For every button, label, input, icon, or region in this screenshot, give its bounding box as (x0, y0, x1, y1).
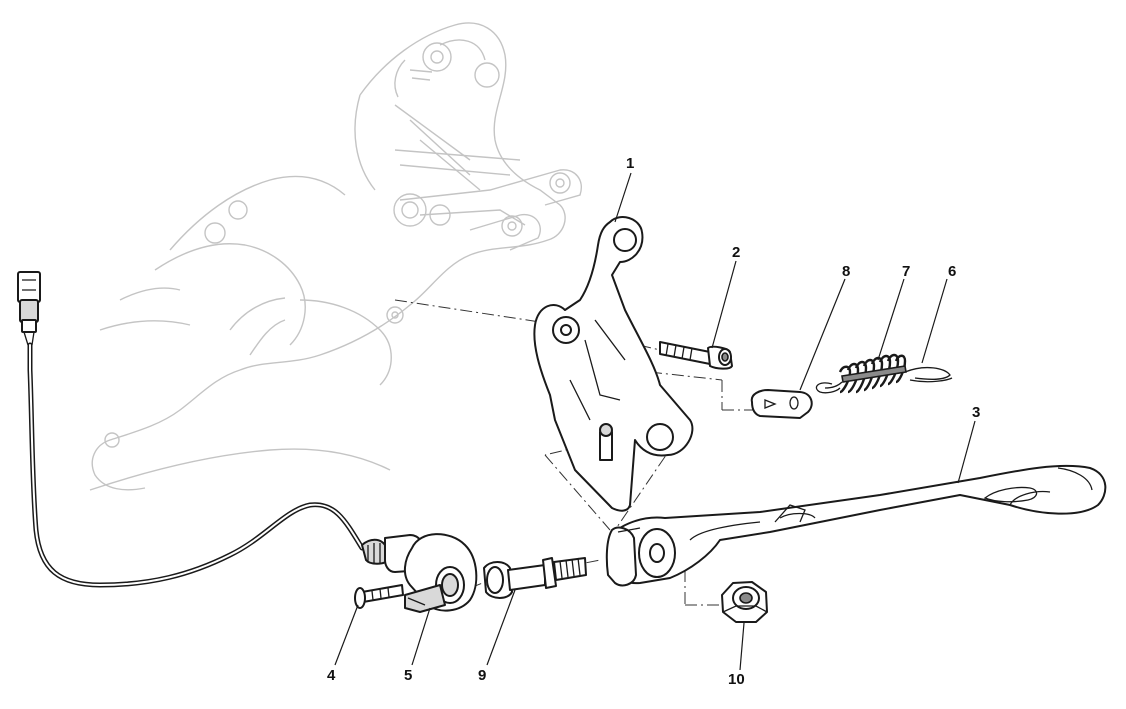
callout-leader-lines (334, 172, 976, 671)
callout-5: 5 (404, 667, 412, 684)
callout-labels: 1 2 3 4 5 6 7 8 9 10 (327, 155, 980, 688)
callout-10: 10 (728, 671, 745, 688)
callout-8: 8 (842, 263, 850, 280)
spring-assembly (815, 353, 953, 394)
bracket-screw (659, 341, 733, 370)
callout-1: 1 (626, 155, 634, 172)
pivot-nut (721, 581, 768, 623)
pivot-bolt (483, 557, 587, 599)
callout-9: 9 (478, 667, 486, 684)
switch-screw (354, 584, 404, 609)
side-stand-bracket (533, 216, 694, 512)
callout-7: 7 (902, 263, 910, 280)
engine-ghost-outline (89, 22, 582, 491)
callout-3: 3 (972, 404, 980, 421)
callout-6: 6 (948, 263, 956, 280)
callout-4: 4 (327, 667, 336, 684)
side-stand-switch (27, 342, 478, 613)
side-stand-leg (605, 464, 1107, 587)
spring-plate (750, 389, 813, 419)
callout-2: 2 (732, 244, 740, 261)
wire-connector (17, 271, 41, 346)
